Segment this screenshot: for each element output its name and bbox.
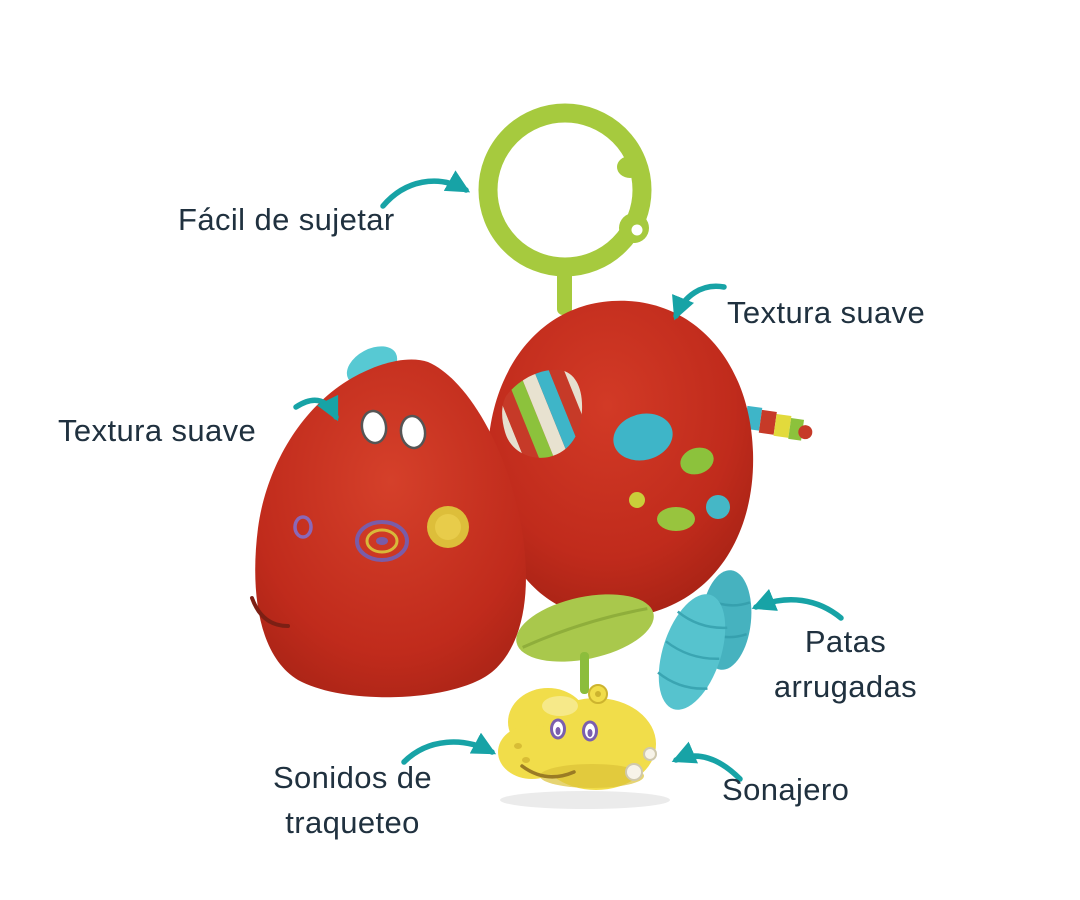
- eyes: [360, 409, 427, 450]
- arrow-sonidos-icon: [401, 732, 497, 765]
- label-textura-suave-right: Textura suave: [727, 295, 926, 330]
- hippo-rattle: [498, 684, 670, 809]
- label-patas-arrugadas: Patas arrugadas: [748, 620, 943, 710]
- hanging-ring: [478, 103, 652, 315]
- label-sonajero: Sonajero: [722, 772, 850, 807]
- body-spots: [613, 413, 730, 531]
- rattle-eyes: [550, 718, 598, 742]
- label-sonidos-line1: Sonidos de: [272, 760, 433, 795]
- head-spots: [293, 506, 469, 562]
- striped-tail: [744, 405, 813, 441]
- crinkly-foot-front: [657, 594, 728, 710]
- toy-head: [250, 359, 526, 698]
- label-patas-line1: Patas: [804, 624, 887, 659]
- arrow-patas-arrugadas-icon: [751, 588, 844, 621]
- arrow-textura-suave-right-icon: [672, 283, 727, 321]
- arrow-sonajero-icon: [671, 741, 743, 782]
- label-patas-line2: arrugadas: [773, 668, 918, 704]
- annotation-arrows: [293, 170, 844, 782]
- label-sonidos-de-traqueteo: Sonidos de traqueteo: [250, 756, 455, 846]
- arrow-facil-de-sujetar-icon: [380, 170, 471, 209]
- toy-body: [487, 300, 754, 619]
- rattle-smile: [520, 764, 576, 779]
- label-sonidos-line2: traqueteo: [285, 804, 420, 840]
- label-facil-de-sujetar: Fácil de sujetar: [178, 202, 395, 237]
- smile: [250, 596, 290, 628]
- leaf: [516, 594, 654, 662]
- label-textura-suave-left: Textura suave: [58, 413, 257, 448]
- arrow-textura-suave-left-icon: [293, 394, 339, 422]
- rattle-cord: [580, 652, 589, 694]
